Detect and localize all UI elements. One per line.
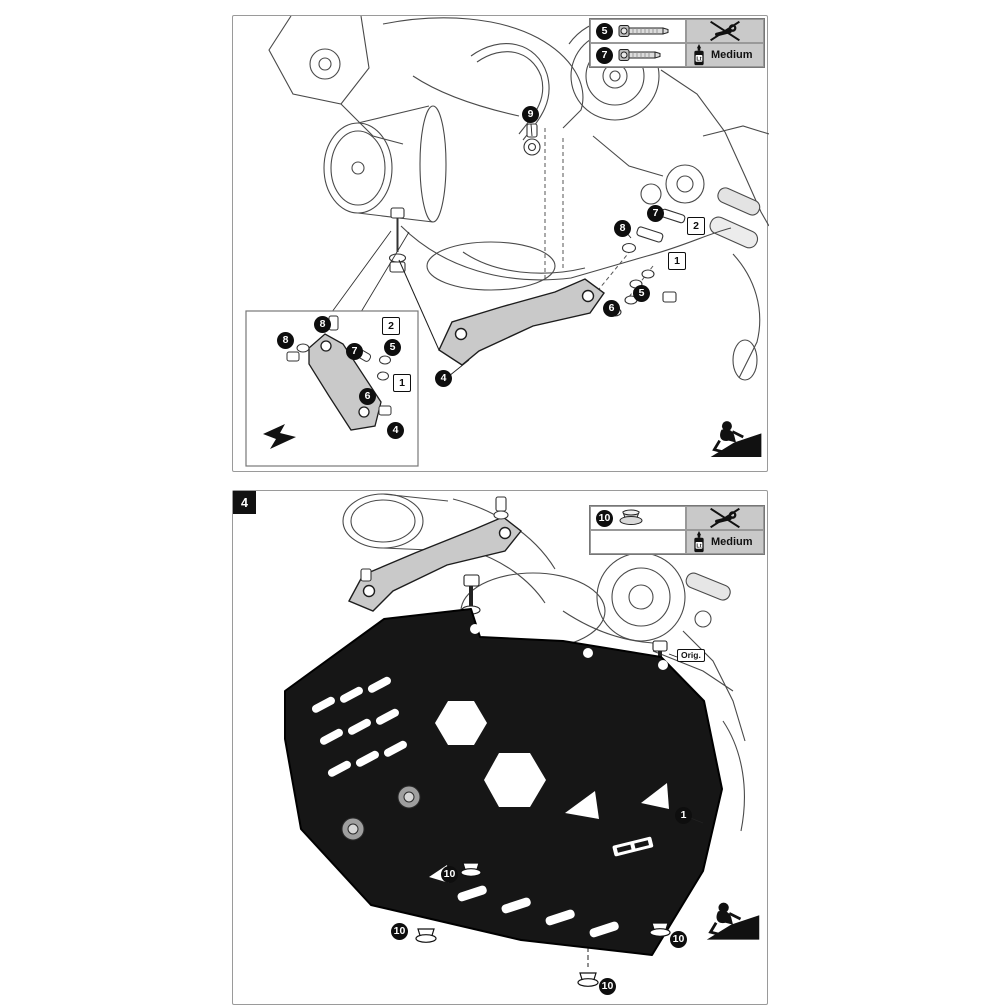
mechanic-ramp-icon <box>710 421 762 457</box>
legend-threadlocker: Lt Medium <box>686 530 764 554</box>
inset-callout-badge-5: 5 <box>384 339 401 356</box>
callout-badge-10: 10 <box>596 509 613 527</box>
inset-callout-box-1: 1 <box>393 374 411 392</box>
assembly-axis-lines <box>544 128 654 303</box>
inset-bracket <box>308 333 382 431</box>
flange-nut-icon <box>619 509 643 525</box>
inset-callout-badge-8: 8 <box>314 316 331 333</box>
threadlocker-strength-label: Medium <box>711 49 753 61</box>
legend-threadlocker: Lt Medium <box>686 43 764 67</box>
legend-empty-cell <box>590 530 686 554</box>
orig-part-label: Orig. <box>677 649 705 663</box>
crossed-tool-icon <box>710 507 740 529</box>
callout-badge-10: 10 <box>441 866 458 883</box>
callout-box-2: 2 <box>687 217 705 235</box>
hardware-legend: 5 7 <box>589 18 765 68</box>
skid-plate <box>284 608 723 956</box>
legend-row-nut-10: 10 <box>590 506 686 530</box>
bracket-bolts <box>360 496 509 582</box>
callout-box-1: 1 <box>668 252 686 270</box>
upper-step-panel: 5 7 <box>232 15 769 472</box>
skid-plate-illustration <box>284 493 746 987</box>
threadlocker-strength-label: Medium <box>711 536 753 548</box>
callout-badge-10: 10 <box>391 923 408 940</box>
threadlocker-bottle-icon: Lt <box>694 531 704 553</box>
recessed-bolt-heads <box>341 785 421 841</box>
engine-illustration-top <box>245 16 769 467</box>
callout-badge-10: 10 <box>670 931 687 948</box>
callout-badge-1: 1 <box>675 807 692 824</box>
legend-row-bolt-5: 5 <box>590 19 686 43</box>
bolt-icon <box>618 49 661 61</box>
step-number-badge: 4 <box>233 491 256 514</box>
legend-row-bolt-7: 7 <box>590 43 686 67</box>
inset-callout-badge-8: 8 <box>277 332 294 349</box>
mounting-bracket <box>398 259 605 366</box>
callout-badge-10: 10 <box>599 978 616 995</box>
legend-no-tools <box>686 506 764 530</box>
legend-no-tools <box>686 19 764 43</box>
lower-step-panel: 4 <box>232 490 768 1005</box>
bolt-icon <box>618 25 669 37</box>
callout-badge-5: 5 <box>633 285 650 302</box>
fastener-hardware <box>523 123 686 317</box>
inset-callout-badge-7: 7 <box>346 343 363 360</box>
inset-callout-box-2: 2 <box>382 317 400 335</box>
bottle-label: Lt <box>696 57 701 63</box>
crossed-tool-icon <box>710 20 740 42</box>
inset-callout-badge-6: 6 <box>359 388 376 405</box>
brand-sticker <box>612 836 654 857</box>
callout-badge-4: 4 <box>435 370 452 387</box>
callout-badge-7: 7 <box>647 205 664 222</box>
mount-bolt-assembly <box>328 207 410 323</box>
direction-arrow-icon <box>263 424 296 449</box>
callout-badge-7: 7 <box>596 46 613 64</box>
callout-badge-9: 9 <box>522 106 539 123</box>
detail-inset <box>245 310 419 467</box>
hardware-legend: 10 <box>589 505 765 555</box>
mechanic-ramp-icon <box>706 902 760 940</box>
flange-nuts <box>415 862 671 987</box>
bottle-label: Lt <box>696 544 701 550</box>
installed-bracket <box>348 516 522 612</box>
callout-badge-6: 6 <box>603 300 620 317</box>
callout-badge-8: 8 <box>614 220 631 237</box>
threadlocker-bottle-icon: Lt <box>694 44 704 66</box>
inset-callout-badge-4: 4 <box>387 422 404 439</box>
callout-badge-5: 5 <box>596 22 613 40</box>
